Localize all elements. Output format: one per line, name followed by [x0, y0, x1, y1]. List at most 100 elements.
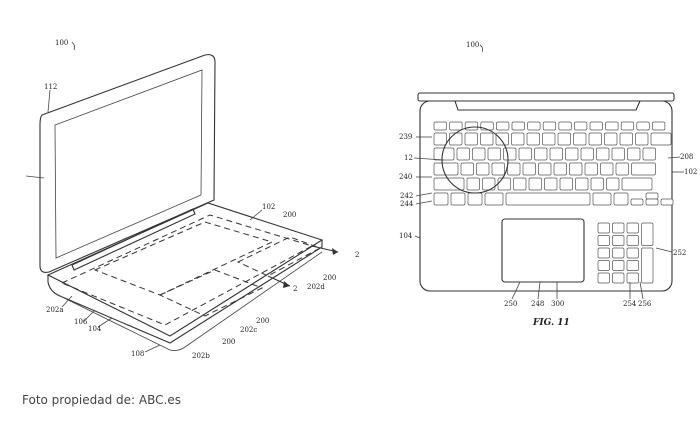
key: [433, 192, 449, 206]
key: [605, 121, 619, 131]
key: [557, 132, 571, 146]
leader-242: [415, 192, 433, 197]
label-202b: 202b: [192, 352, 210, 360]
key: [433, 121, 447, 131]
key: [600, 162, 614, 176]
lid-outline: [39, 54, 216, 273]
key: [460, 162, 474, 176]
figure-label: FIG. 11: [532, 318, 570, 328]
numpad-key: [626, 222, 639, 234]
numpad-key: [612, 247, 625, 259]
label-100: 100: [55, 39, 68, 47]
key: [467, 192, 483, 206]
label-100-right: 100: [466, 41, 479, 49]
key: [464, 121, 479, 131]
label-248: 248: [531, 300, 544, 308]
leader-106: [83, 309, 96, 322]
leader-256: [639, 281, 644, 300]
key: [450, 192, 466, 206]
leader-100-right: [479, 44, 484, 53]
numpad-key: [597, 260, 610, 271]
label-102-right: 102: [684, 168, 697, 176]
label-208: 208: [680, 153, 693, 161]
trackpad: [501, 218, 585, 283]
leader-104: [97, 317, 113, 328]
leader-104-right: [414, 235, 421, 239]
label-200-c: 200: [256, 317, 269, 325]
label-108: 108: [131, 350, 144, 358]
key: [565, 147, 579, 161]
key: [615, 162, 629, 176]
key: [549, 147, 563, 161]
label-200-a: 200: [283, 211, 296, 219]
key: [621, 177, 653, 191]
numpad-key: [626, 272, 639, 284]
label-2-lower: 2: [293, 285, 297, 293]
label-12: 12: [404, 154, 413, 162]
key: [642, 147, 656, 161]
label-240: 240: [399, 173, 412, 181]
keyboard: [433, 121, 674, 206]
key: [589, 121, 603, 131]
key: [652, 121, 666, 131]
key: [464, 132, 478, 146]
numpad-key: [626, 260, 639, 271]
key: [522, 162, 536, 176]
key: [584, 162, 598, 176]
label-250: 250: [504, 300, 517, 308]
label-202c: 202c: [240, 326, 257, 334]
label-244: 244: [400, 200, 414, 208]
key: [596, 147, 610, 161]
key: [527, 121, 541, 131]
key: [559, 177, 573, 191]
key: [449, 121, 463, 131]
key: [606, 177, 620, 191]
dashed-region-keyboard: [93, 221, 274, 296]
label-252: 252: [673, 249, 686, 257]
key: [507, 162, 521, 176]
key: [636, 121, 650, 131]
key: [511, 132, 525, 146]
label-102: 102: [262, 203, 275, 211]
leader-208: [667, 156, 681, 159]
numpad-key: [612, 222, 625, 234]
label-106: 106: [74, 318, 88, 326]
base-side: [47, 240, 323, 344]
key: [558, 121, 572, 131]
key: [513, 177, 527, 191]
leader-250: [511, 281, 521, 300]
numpad-key: [597, 272, 610, 284]
key: [650, 132, 672, 146]
key: [588, 132, 602, 146]
key: [497, 177, 511, 191]
arrow-key: [660, 198, 674, 206]
top-hinge-bar: [417, 92, 675, 102]
leader-244: [415, 200, 433, 205]
label-104: 104: [88, 325, 102, 333]
key: [538, 162, 552, 176]
lid-notch: [454, 100, 641, 111]
key: [611, 147, 625, 161]
key: [466, 177, 480, 191]
spacebar-key: [505, 192, 591, 206]
key: [511, 121, 525, 131]
key: [590, 177, 604, 191]
label-242: 242: [400, 192, 413, 200]
key: [433, 162, 459, 176]
label-300: 300: [551, 300, 564, 308]
label-2-right: 2: [355, 251, 359, 259]
key: [619, 132, 633, 146]
key: [542, 132, 556, 146]
arrow-key: [645, 192, 659, 200]
key: [496, 121, 510, 131]
numpad-key: [612, 272, 625, 284]
key: [518, 147, 532, 161]
leader-108: [144, 344, 161, 353]
key: [472, 147, 486, 161]
label-200-d: 200: [222, 338, 235, 346]
numpad-key: [612, 260, 625, 271]
key: [449, 132, 463, 146]
key: [592, 192, 612, 206]
section-arrowhead-right: [332, 248, 338, 255]
